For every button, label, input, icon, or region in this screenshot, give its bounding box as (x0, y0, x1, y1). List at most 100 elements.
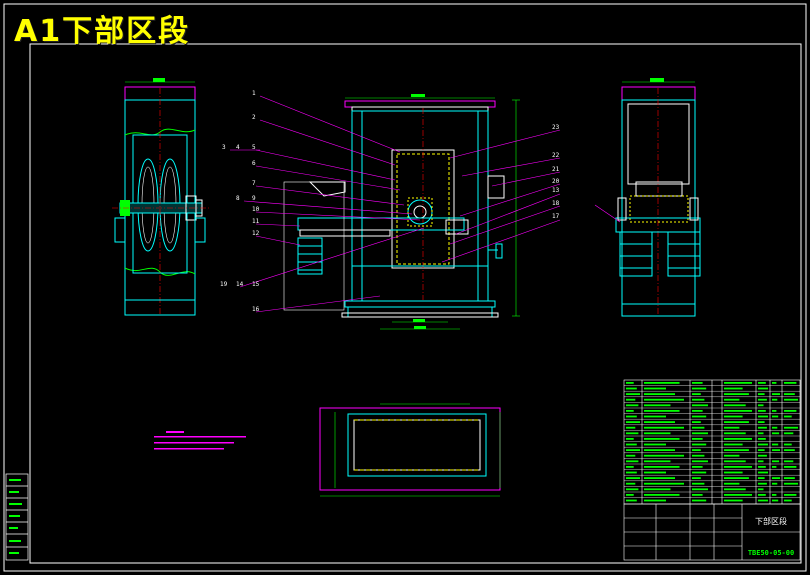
parts-list-cell-mark (772, 494, 777, 496)
parts-list-cell-mark (644, 415, 666, 418)
parts-list-cell-mark (772, 393, 780, 395)
parts-list-cell-mark (626, 482, 636, 485)
parts-list-cell-mark (758, 393, 765, 395)
plan-view (319, 403, 501, 497)
parts-list-cell-mark (772, 382, 777, 384)
part-label-12: 12 (252, 230, 260, 237)
parts-list-cell-mark (784, 432, 794, 435)
parts-list-cell-mark (626, 398, 636, 401)
part-label-5: 5 (252, 144, 256, 151)
parts-list-cell-mark (626, 404, 639, 407)
part-label-20: 20 (552, 178, 560, 185)
parts-list-cell-mark (692, 482, 705, 485)
parts-list-cell-mark (724, 499, 743, 502)
parts-list-cell-mark (758, 438, 766, 440)
parts-list-cell-mark (784, 415, 792, 418)
parts-list-cell-mark (644, 432, 671, 435)
parts-list-cell-mark (626, 410, 634, 412)
parts-list-cell-marks (626, 382, 798, 502)
parts-list-cell-mark (772, 449, 780, 451)
parts-list-cell-mark (724, 410, 752, 412)
parts-list-cell-mark (784, 449, 795, 451)
parts-list-cell-mark (692, 398, 705, 401)
parts-list-cell-mark (644, 488, 671, 491)
parts-list-cell-mark (692, 393, 701, 395)
parts-list-table (623, 379, 801, 505)
parts-list-cell-mark (772, 499, 779, 502)
parts-list-cell-mark (644, 466, 680, 468)
part-label-10: 10 (252, 206, 260, 213)
parts-list-cell-mark (626, 471, 637, 474)
parts-list-cell-mark (692, 432, 708, 435)
parts-list-cell-mark (692, 443, 707, 446)
parts-list-cell-mark (724, 421, 749, 423)
parts-list-cell-mark (758, 471, 768, 474)
parts-list-cell-mark (644, 421, 675, 423)
parts-list-cell-mark (724, 460, 746, 463)
parts-list-cell-mark (692, 387, 707, 390)
parts-list-cell-mark (692, 466, 703, 468)
parts-list-cell-mark (644, 471, 666, 474)
drawing-frame (3, 3, 807, 572)
parts-list-cell-mark (692, 449, 701, 451)
drawing-number: TBE50-05-00 (748, 549, 794, 557)
parts-list-cell-mark (644, 477, 675, 479)
parts-list-cell-mark (758, 460, 764, 463)
parts-list-cell-mark (758, 421, 765, 423)
parts-list-cell-mark (758, 494, 766, 496)
parts-list-cell-mark (626, 460, 639, 463)
parts-list-cell-mark (626, 382, 634, 384)
parts-list-cell-mark (724, 404, 746, 407)
parts-list-cell-mark (758, 387, 768, 390)
front-view (283, 94, 520, 330)
parts-list-cell-mark (724, 432, 746, 435)
part-label-3: 3 (222, 144, 226, 151)
parts-list-cell-mark (626, 494, 634, 496)
parts-list-cell-mark (644, 460, 671, 463)
part-label-19: 19 (220, 281, 228, 288)
part-label-8: 8 (236, 195, 240, 202)
part-label-18: 18 (552, 200, 560, 207)
parts-list-cell-mark (784, 443, 792, 446)
parts-list-cell-mark (644, 499, 666, 502)
parts-list-cell-mark (784, 482, 798, 485)
parts-list-cell-mark (692, 499, 707, 502)
parts-list-cell-mark (692, 460, 708, 463)
parts-list-cell-mark (692, 454, 705, 457)
parts-list-cell-mark (644, 494, 680, 496)
parts-list-cell-mark (692, 421, 701, 423)
parts-list-cell-mark (784, 494, 797, 496)
parts-list-cell-mark (784, 477, 795, 479)
parts-list-cell-mark (692, 410, 703, 412)
parts-list-cell-mark (626, 443, 637, 446)
parts-list-cell-mark (692, 488, 708, 491)
parts-list-cell-mark (758, 482, 767, 485)
parts-list-cell-mark (724, 477, 749, 479)
parts-list-cell-mark (758, 477, 765, 479)
parts-list-cell-mark (644, 482, 684, 485)
part-label-23: 23 (552, 124, 560, 131)
parts-list-cell-mark (758, 432, 764, 435)
parts-list-cell-mark (724, 482, 740, 485)
parts-list-cell-mark (692, 471, 707, 474)
parts-list-cell-mark (644, 443, 666, 446)
part-label-21: 21 (552, 166, 560, 173)
part-label-17: 17 (552, 213, 560, 220)
parts-list-cell-mark (772, 426, 778, 429)
parts-list-rows (624, 385, 800, 498)
parts-list-cell-mark (626, 454, 636, 457)
parts-list-cell-mark (758, 398, 767, 401)
revision-block-marks (9, 479, 22, 554)
parts-list-cell-mark (724, 415, 743, 418)
parts-list-cell-mark (626, 432, 639, 435)
parts-list-cell-mark (626, 466, 634, 468)
parts-list-cell-mark (724, 426, 740, 429)
part-labels: 1 2 3 4 5 6 7 8 9 10 11 12 13 14 15 16 1… (220, 90, 560, 313)
parts-list-cell-mark (758, 499, 768, 502)
parts-list-cell-mark (772, 460, 780, 463)
part-label-14: 14 (236, 281, 244, 288)
parts-list-cell-mark (724, 471, 743, 474)
parts-list-cell-mark (644, 382, 680, 384)
parts-list-cell-mark (626, 426, 636, 429)
part-label-6: 6 (252, 160, 256, 167)
